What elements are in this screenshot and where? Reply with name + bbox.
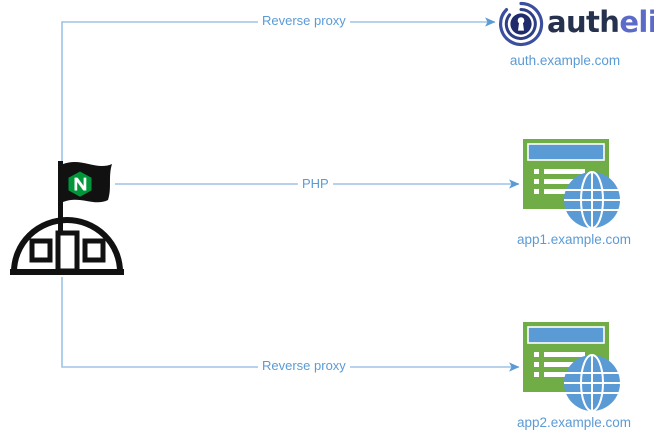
node-caption-authelia: auth.example.com bbox=[509, 53, 621, 68]
edge-label-reverse-proxy-app2: Reverse proxy bbox=[258, 358, 350, 374]
edge-nginx-app2-path bbox=[61, 277, 520, 372]
node-app2[interactable] bbox=[522, 321, 626, 413]
edge-label-php: PHP bbox=[298, 176, 333, 192]
node-caption-app2: app2.example.com bbox=[516, 415, 632, 430]
web-app-globe-icon bbox=[523, 139, 620, 229]
authelia-wordmark-dark: auth bbox=[547, 5, 620, 39]
edge-nginx-authelia-path bbox=[61, 17, 496, 196]
edge-label-reverse-proxy-authelia: Reverse proxy bbox=[258, 13, 350, 29]
node-app1[interactable] bbox=[522, 138, 626, 230]
authelia-logo-icon bbox=[499, 1, 544, 47]
nginx-logo-icon bbox=[10, 161, 124, 275]
node-caption-app1: app1.example.com bbox=[516, 232, 632, 247]
node-nginx[interactable] bbox=[8, 155, 133, 280]
web-app-globe-icon bbox=[523, 322, 620, 412]
